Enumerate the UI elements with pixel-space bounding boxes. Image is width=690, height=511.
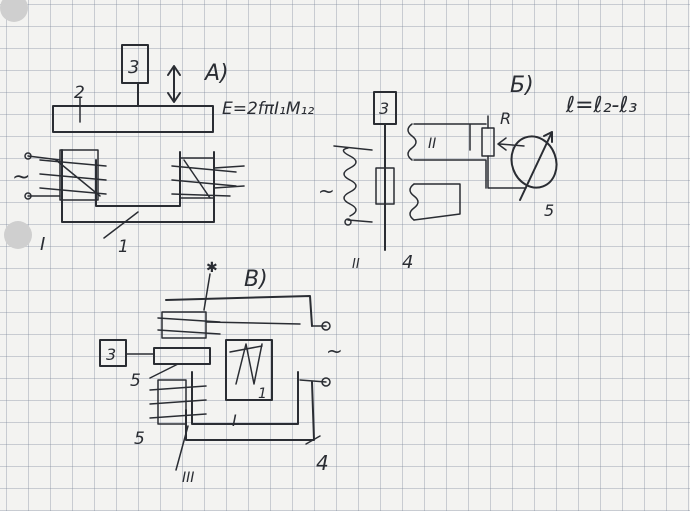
panel-b: 3 ~ II 4 II R 5 Б) ℓ=ℓ₂-ℓ₃ [318,73,637,273]
coil-left-a [39,159,107,197]
label-r: R [500,109,511,128]
core-v [191,339,299,425]
terminal-b [344,218,352,226]
label-2-a: 2 [74,83,85,103]
leads-left-a [27,155,61,197]
coil-inner-v [229,343,263,385]
label-5-v-b: 5 [134,429,145,449]
primary-coil [342,147,357,217]
label-3-v: 3 [106,345,116,364]
roman-1-a: I [40,234,45,255]
roman-1-v: I [232,411,237,430]
resistor-r [481,127,495,157]
tilde-b: ~ [318,179,335,203]
winding-left-a [59,149,99,201]
label-4: 4 [402,252,413,273]
label-3-b: 3 [379,99,389,118]
terminal-v-1 [321,321,331,331]
coil-right-a [171,159,237,199]
pointer-3-v [175,425,189,471]
coil-top-v [157,317,301,335]
secondary-coil-top [407,123,417,161]
frame-leads [299,325,327,383]
terminal-a-1 [24,152,32,160]
double-arrow-icon [167,65,181,103]
star-pointer [203,273,211,311]
coil-bottom-v [149,385,207,419]
label-1-v: 1 [258,386,267,402]
star-mark: ✱ [206,260,218,276]
panel-a-label: A) [203,61,229,86]
label-1-a: 1 [118,237,129,257]
resistor-leads [487,115,527,189]
roman-2-b: II [428,136,436,152]
roman-3-v: III [182,470,194,486]
pointer-1-a [103,211,139,239]
label-3-a: 3 [128,57,139,78]
tilde-a: ~ [12,165,30,190]
primary-leads [333,145,373,223]
winding-top-v [161,311,207,339]
label-4-v: 4 [316,451,329,475]
meter-needle-icon [519,131,553,201]
binder-hole-top [0,0,28,22]
pointer-4-v [305,435,321,445]
bar-2 [52,105,214,133]
block-3-a [121,44,149,84]
secondary-coil-bottom [409,183,419,221]
roman-2-b-bottom: II [352,257,360,272]
wiper-arrow-icon [497,137,525,151]
label-5-v-a: 5 [130,371,141,391]
frame-v [165,295,315,441]
panel-v-label: В) [244,267,268,292]
formula-b: ℓ=ℓ₂-ℓ₃ [565,93,637,118]
terminal-a-2 [24,192,32,200]
winding-right-a [179,157,215,199]
slider-5 [153,347,211,365]
panel-b-label: Б) [510,73,534,98]
formula-a: E=2fπI₁M₁₂ [222,99,314,119]
label-5-b: 5 [544,201,554,220]
core-1 [61,149,215,223]
meter-5 [510,135,558,189]
core-4 [375,167,395,205]
terminal-v-2 [321,377,331,387]
panel-a: 3 A) 2 E=2fπI₁M₁₂ ~ 1 I [12,44,314,257]
binder-hole-bottom [4,221,32,249]
tilde-v: ~ [326,339,343,363]
slider-links [125,353,179,379]
block-3-v [99,339,127,367]
panel-v: В) ✱ ~ 3 5 I 1 5 III 4 [99,260,343,486]
leads-right-a [213,165,245,189]
secondary-wiring [413,123,487,221]
